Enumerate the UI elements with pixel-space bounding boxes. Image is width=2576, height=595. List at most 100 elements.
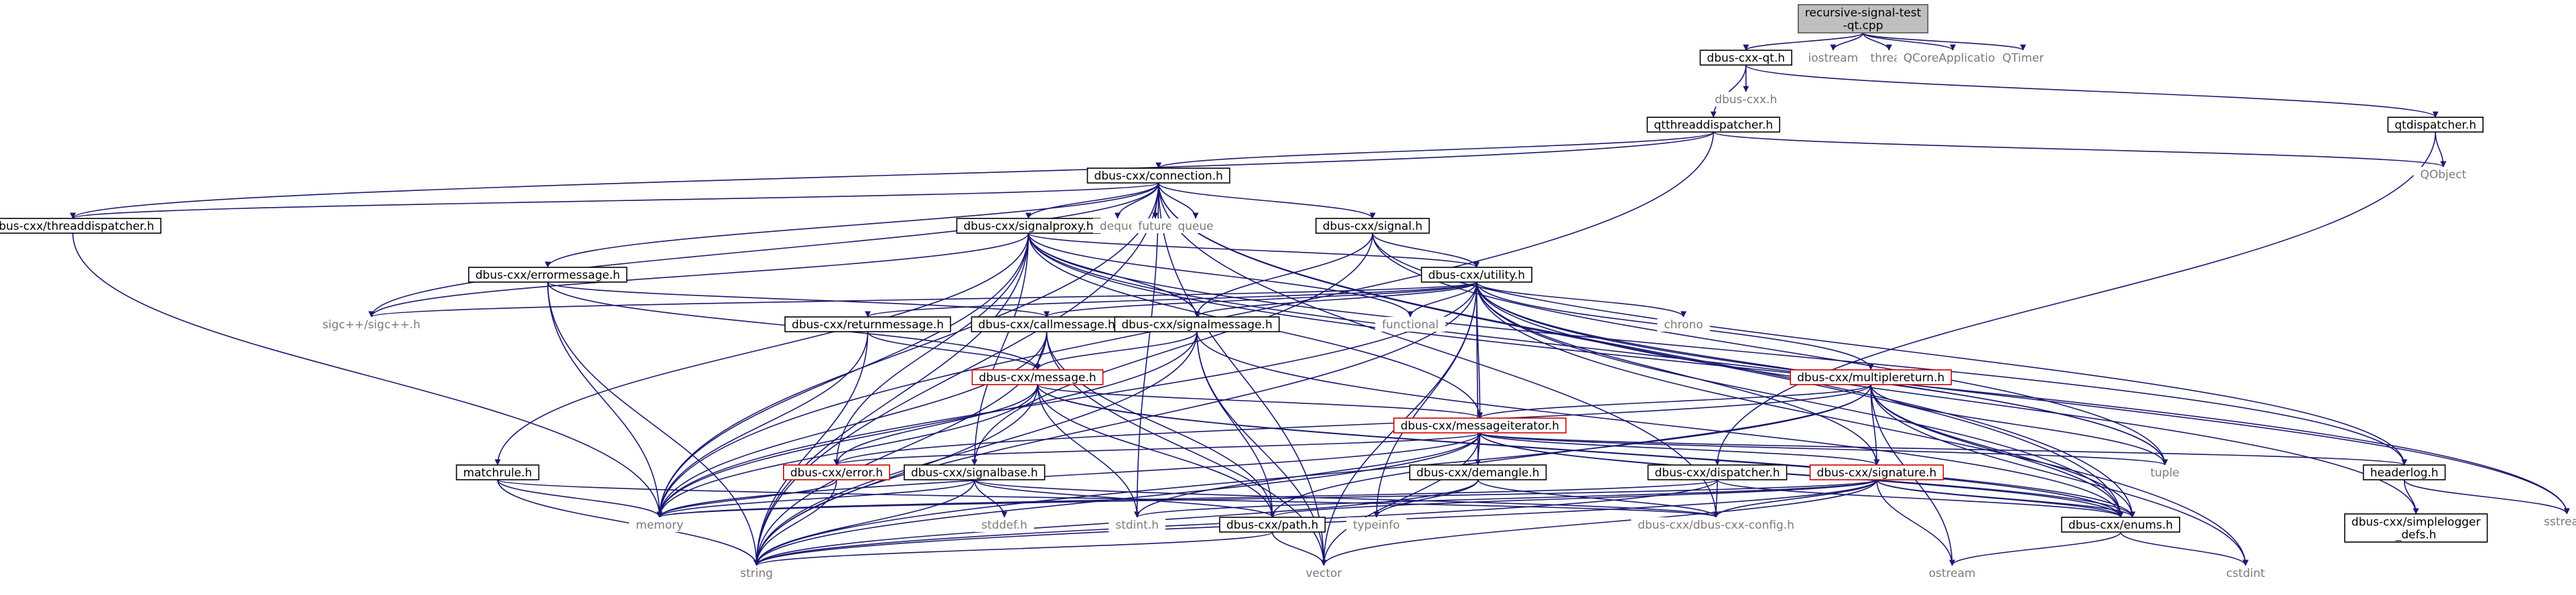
node-returnmessage[interactable]: dbus-cxx/returnmessage.h	[784, 316, 951, 332]
node-box	[1409, 464, 1547, 480]
node-connection[interactable]: dbus-cxx/connection.h	[1086, 168, 1230, 184]
edge-messageiterator-to-error	[833, 432, 1481, 466]
node-label: vector	[1305, 567, 1342, 580]
node-signalmessage[interactable]: dbus-cxx/signalmessage.h	[1114, 316, 1280, 332]
edge-signature-to-ostream	[1876, 479, 1956, 566]
edge-signalproxy-to-headerlog	[1027, 233, 2407, 466]
edge-signalmessage-to-enums	[1196, 331, 2124, 518]
node-qtimer[interactable]: QTimer	[1995, 50, 2051, 65]
node-future[interactable]: future	[1131, 218, 1179, 233]
node-box	[783, 464, 890, 480]
node-label: ostream	[1929, 567, 1976, 580]
node-stddef[interactable]: stddef.h	[975, 517, 1034, 532]
node-dbus_cxx_qt[interactable]: dbus-cxx-qt.h	[1699, 50, 1792, 66]
node-label: dbus-cxx-qt.h	[1707, 52, 1785, 65]
node-iostream[interactable]: iostream	[1801, 50, 1865, 65]
node-headerlog[interactable]: headerlog.h	[2362, 464, 2446, 480]
node-enums[interactable]: dbus-cxx/enums.h	[2061, 517, 2181, 533]
node-box	[629, 517, 691, 532]
node-errormessage[interactable]: dbus-cxx/errormessage.h	[468, 267, 628, 283]
node-utility[interactable]: dbus-cxx/utility.h	[1421, 267, 1532, 283]
node-cstdint[interactable]: cstdint	[2219, 566, 2272, 580]
node-box	[1346, 517, 1407, 532]
edge-signalbase-to-memory	[656, 479, 975, 518]
node-tuple[interactable]: tuple	[2143, 465, 2186, 480]
node-label: QCoreApplication	[1904, 52, 2003, 65]
node-box	[1631, 517, 1801, 532]
node-label: dbus-cxx/simplelogger	[2352, 516, 2481, 529]
node-label: dbus-cxx/signature.h	[1817, 466, 1937, 480]
node-dispatcher[interactable]: dbus-cxx/dispatcher.h	[1647, 464, 1788, 480]
node-matchrule[interactable]: matchrule.h	[455, 464, 540, 480]
edge-multiplereturn-to-error	[833, 384, 1872, 466]
node-signalproxy[interactable]: dbus-cxx/signalproxy.h	[956, 218, 1101, 234]
node-box	[315, 317, 427, 332]
node-label: dbus-cxx/signalbase.h	[911, 466, 1038, 480]
node-ostream[interactable]: ostream	[1922, 566, 1983, 580]
node-qthreaddispatcher[interactable]: qtthreaddispatcher.h	[1646, 117, 1780, 133]
node-callmessage[interactable]: dbus-cxx/callmessage.h	[971, 316, 1123, 332]
node-messageiterator[interactable]: dbus-cxx/messageiterator.h	[1393, 417, 1567, 434]
node-deque[interactable]: deque	[1092, 218, 1143, 233]
edge-messageiterator-to-memory	[656, 432, 1481, 518]
node-box	[1798, 4, 1929, 34]
edge-errormessage-to-callmessage	[547, 281, 1050, 318]
node-threaddispatcher[interactable]: dbus-cxx/threaddispatcher.h	[0, 218, 161, 234]
node-box	[1922, 566, 1983, 580]
edge-demangle-to-typeinfo	[1373, 479, 1479, 518]
node-label: cstdint	[2226, 567, 2265, 580]
node-label: dbus-cxx/connection.h	[1094, 170, 1223, 183]
node-signalbase[interactable]: dbus-cxx/signalbase.h	[904, 464, 1046, 480]
edge-message-to-map	[1037, 384, 2135, 518]
node-signature[interactable]: dbus-cxx/signature.h	[1809, 464, 1944, 480]
node-label: dbus-cxx/callmessage.h	[979, 318, 1115, 332]
node-chrono[interactable]: chrono	[1657, 317, 1710, 332]
node-typeinfo[interactable]: typeinfo	[1346, 517, 1407, 532]
node-message[interactable]: dbus-cxx/message.h	[971, 369, 1104, 385]
node-box	[1375, 317, 1445, 332]
node-stdint[interactable]: stdint.h	[1108, 517, 1166, 532]
edge-root-to-qtimer	[1862, 32, 2026, 51]
node-root[interactable]: recursive-signal-test-qt.cpp	[1798, 4, 1929, 34]
edge-connection-to-vector	[1157, 182, 1327, 566]
edge-signature-to-path	[1269, 479, 1877, 518]
node-label: stdint.h	[1115, 519, 1159, 532]
node-path[interactable]: dbus-cxx/path.h	[1219, 517, 1326, 533]
edge-signalproxy-to-sigcpp	[368, 233, 1029, 318]
node-sigcpp[interactable]: sigc++/sigc++.h	[315, 317, 427, 332]
node-queue[interactable]: queue	[1171, 218, 1220, 233]
edge-signalproxy-to-utility	[1027, 233, 1480, 268]
node-memory[interactable]: memory	[629, 517, 691, 532]
node-vector[interactable]: vector	[1299, 566, 1349, 580]
edge-path-to-vector	[1271, 531, 1327, 566]
node-string[interactable]: string	[733, 566, 780, 580]
node-simplelogger[interactable]: dbus-cxx/simplelogger_defs.h	[2344, 513, 2488, 543]
node-box	[1171, 218, 1220, 233]
node-qobject[interactable]: QObject	[2413, 167, 2474, 182]
node-functional[interactable]: functional	[1375, 317, 1445, 332]
node-label: dbus-cxx/message.h	[979, 371, 1096, 385]
node-error[interactable]: dbus-cxx/error.h	[783, 464, 890, 480]
node-label: QTimer	[2002, 52, 2044, 65]
edge-signalproxy-to-functional	[1027, 233, 1414, 318]
edge-connection-to-map	[1157, 182, 2136, 518]
node-multiplereturn[interactable]: dbus-cxx/multiplereturn.h	[1790, 369, 1952, 385]
edge-connection-to-sigcpp	[368, 182, 1159, 318]
node-dbus_cxx_h[interactable]: dbus-cxx.h	[1708, 92, 1784, 107]
edge-signalmessage-to-memory	[656, 331, 1198, 518]
node-box	[1393, 417, 1567, 434]
node-label: typeinfo	[1353, 519, 1400, 532]
node-label: dbus-cxx.h	[1715, 93, 1777, 107]
node-signal[interactable]: dbus-cxx/signal.h	[1315, 218, 1430, 234]
edge-returnmessage-to-message	[867, 331, 1041, 371]
node-demangle[interactable]: dbus-cxx/demangle.h	[1409, 464, 1547, 480]
edge-connection-to-queue	[1157, 182, 1199, 219]
node-qcoreapp[interactable]: QCoreApplication	[1896, 50, 2009, 65]
edge-signalproxy-to-memory	[656, 233, 1029, 518]
node-qtdispatcher[interactable]: qtdispatcher.h	[2387, 117, 2484, 133]
node-config[interactable]: dbus-cxx/dbus-cxx-config.h	[1631, 517, 1801, 532]
edge-messageiterator-to-stdint	[1134, 432, 1481, 518]
edge-path-to-string	[754, 531, 1273, 566]
node-label: dbus-cxx/path.h	[1226, 519, 1318, 532]
